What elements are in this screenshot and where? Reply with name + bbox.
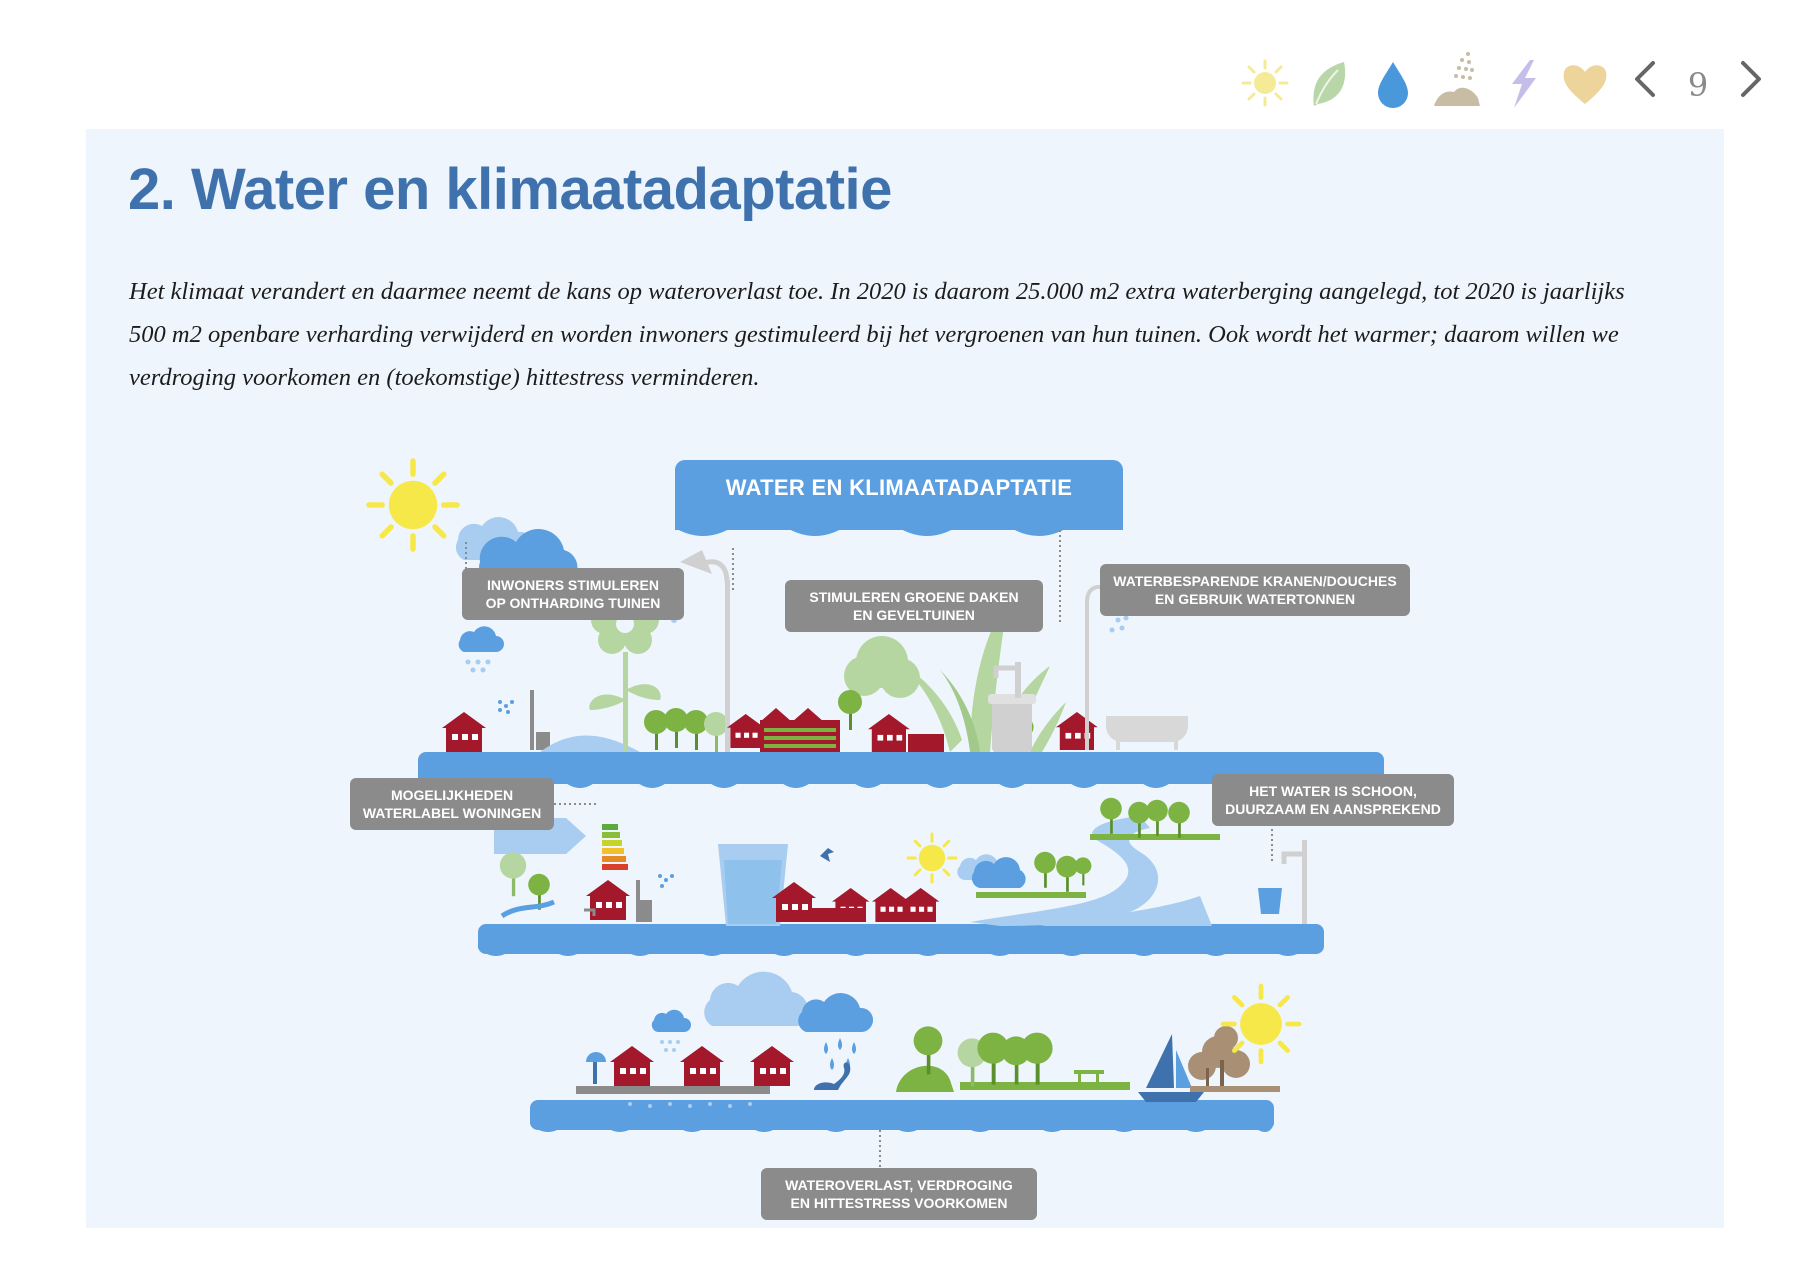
intro-paragraph: Het klimaat verandert en daarmee neemt d…: [129, 278, 1625, 391]
label-kranen: WATERBESPARENDE KRANEN/DOUCHES EN GEBRUI…: [1100, 564, 1410, 616]
sun-icon[interactable]: [1240, 48, 1290, 110]
chevron-left-icon: [1635, 61, 1655, 97]
infographic-banner-title: WATER EN KLIMAATADAPTATIE: [725, 475, 1073, 500]
label-inwoners-text: INWONERS STIMULEREN OP ONTHARDING TUINEN: [485, 577, 661, 611]
label-wateroverlast-text: WATEROVERLAST, VERDROGING EN HITTESTRESS…: [785, 1177, 1013, 1211]
heart-icon[interactable]: [1560, 48, 1610, 110]
infographic-illustration: [340, 440, 1384, 1168]
label-waterlabel: MOGELIJKHEDEN WATERLABEL WONINGEN: [350, 778, 554, 830]
page-title: 2. Water en klimaatadaptatie: [128, 157, 892, 222]
chevron-right-icon: [1741, 61, 1761, 97]
next-page-button[interactable]: [1732, 52, 1772, 106]
label-kranen-text: WATERBESPARENDE KRANEN/DOUCHES EN GEBRUI…: [1113, 573, 1397, 607]
infographic: WATER EN KLIMAATADAPTATIE INWONERS STIMU…: [340, 440, 1480, 1230]
label-water-schoon: HET WATER IS SCHOON, DUURZAAM EN AANSPRE…: [1212, 774, 1454, 826]
infographic-banner: WATER EN KLIMAATADAPTATIE: [675, 460, 1123, 530]
page-number: 9: [1687, 66, 1709, 104]
previous-page-button[interactable]: [1624, 52, 1664, 106]
top-navigation: 9: [1240, 36, 1772, 122]
label-groene-daken-text: STIMULEREN GROENE DAKEN EN GEVELTUINEN: [809, 589, 1019, 623]
label-waterlabel-text: MOGELIJKHEDEN WATERLABEL WONINGEN: [362, 787, 542, 821]
soil-icon[interactable]: [1432, 48, 1482, 110]
label-water-schoon-text: HET WATER IS SCHOON, DUURZAAM EN AANSPRE…: [1225, 783, 1441, 817]
label-inwoners: INWONERS STIMULEREN OP ONTHARDING TUINEN: [462, 568, 684, 620]
label-groene-daken: STIMULEREN GROENE DAKEN EN GEVELTUINEN: [785, 580, 1043, 632]
label-wateroverlast: WATEROVERLAST, VERDROGING EN HITTESTRESS…: [761, 1168, 1037, 1220]
lightning-icon[interactable]: [1496, 48, 1546, 110]
leaf-icon[interactable]: [1304, 48, 1354, 110]
water-drop-icon[interactable]: [1368, 48, 1418, 110]
